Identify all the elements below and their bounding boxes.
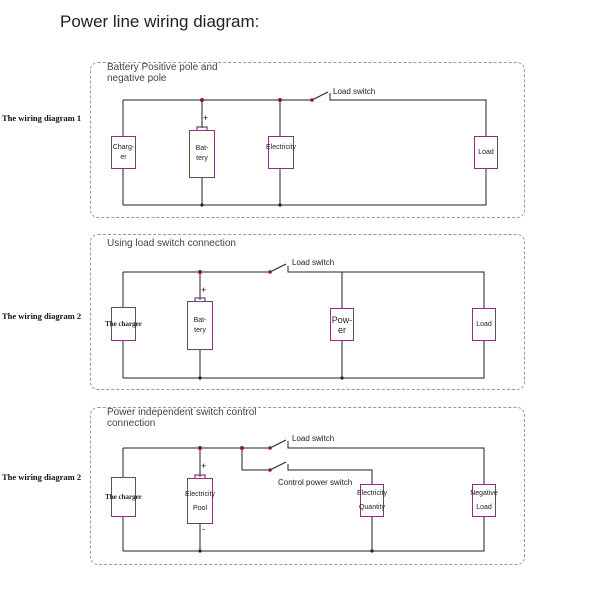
d2-switch-blade [269,263,287,273]
diagram-3-caption: Power independent switch control connect… [107,407,257,429]
d3-negative-load-box: Negative Load [470,484,498,517]
diagram-1-caption: Battery Positive pole and negative pole [107,62,218,84]
d1-bottom-junction-battery [200,203,204,207]
d1-battery-box: Bat- tery [189,130,215,178]
d3-bottom-wire [123,517,485,552]
d2-load-box: Load [472,308,496,341]
d1-charger-box: Charg- er [111,136,136,169]
d3-battery-box: Electricity Pool [185,478,215,524]
d1-bottom-wire [123,169,487,206]
d3-control-switch-blade [269,461,287,471]
page-title: Power line wiring diagram: [60,12,260,31]
d3-junction-battery [198,446,202,450]
d1-switch-blade [311,91,329,101]
d3-switch-pivot [268,446,272,450]
d3-load-switch-label: Load switch [292,434,335,443]
d3-control-right [287,464,373,484]
d2-battery-box: Bat- tery [187,301,213,350]
d3-bottom-junction-quantity [370,549,374,553]
d1-electricity-box: Electricity [266,136,296,169]
d1-top-wire-right [329,93,487,136]
d3-top-wire-right [287,441,485,484]
d1-load-switch-label: Load switch [333,87,376,96]
d3-quantity-box: Electricity Quantity [357,484,387,517]
d1-junction-electricity [278,98,282,102]
d3-plus-sign: + [201,461,207,471]
d3-control-switch-pivot [268,468,272,472]
d2-load-switch-label: Load switch [292,258,335,267]
d3-bottom-junction-battery [198,549,202,553]
d1-switch-pivot [310,98,314,102]
d2-junction-battery [198,270,202,274]
diagram-1-label: The wiring diagram 1 [2,113,82,123]
diagram-1-panel [90,62,525,218]
diagram-2-label: The wiring diagram 2 [2,311,82,321]
d2-bottom-junction-battery [198,376,202,380]
d2-bottom-wire [123,341,485,379]
d1-plus-sign: + [203,113,209,123]
d2-power-box: Pow- er [330,308,354,341]
diagram-2-caption: Using load switch connection [107,238,236,249]
diagram-3-panel [90,407,525,565]
d1-bottom-junction-electricity [278,203,282,207]
d2-top-wire-right [287,266,485,308]
d3-control-switch-label: Control power switch [278,478,353,487]
d2-switch-pivot [268,270,272,274]
d3-charger-box: The charger [105,477,142,517]
d1-load-box: Load [474,136,498,169]
d3-control-branch [241,448,270,471]
d2-plus-sign: + [201,285,207,295]
d1-junction-battery [200,98,204,102]
d3-switch-blade [269,439,287,449]
d3-minus-sign: - [202,524,205,534]
diagram-3-label: The wiring diagram 2 [2,472,82,482]
d2-bottom-junction-power [340,376,344,380]
d3-junction-control [240,446,244,450]
d2-charger-box: The charger [105,307,142,341]
diagram-2-panel [90,234,525,390]
